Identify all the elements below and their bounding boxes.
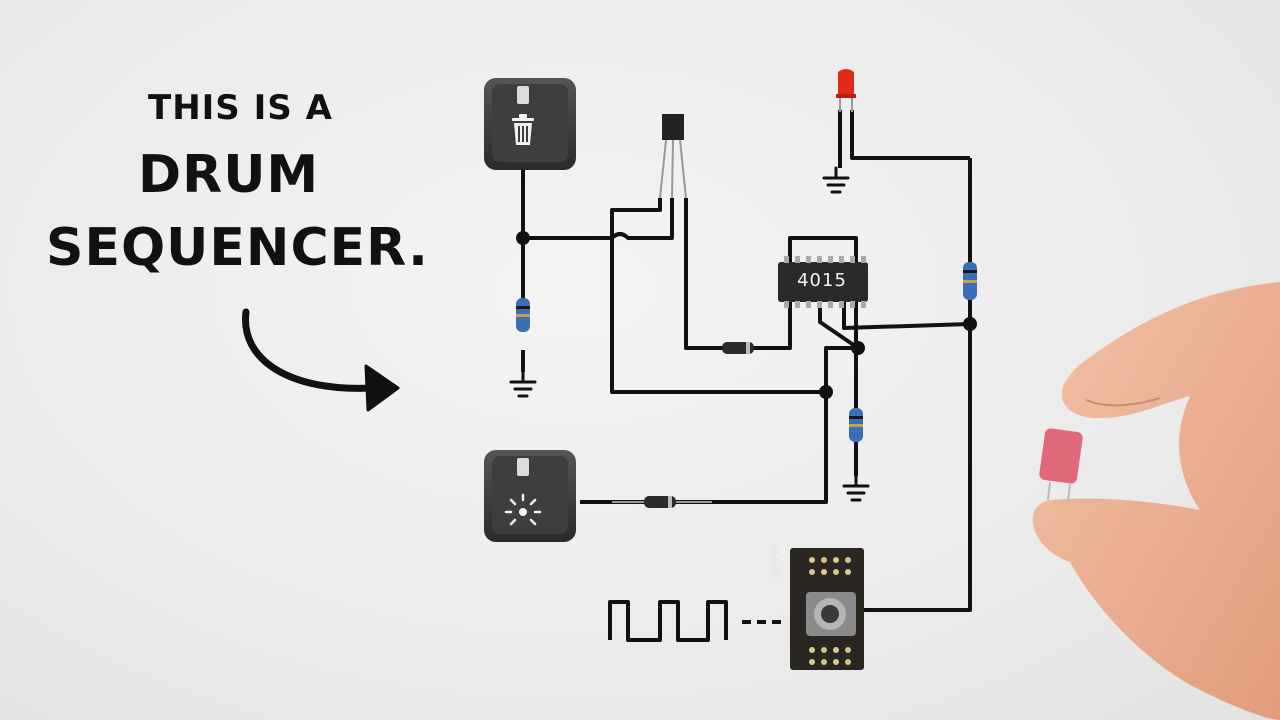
ground-symbols bbox=[509, 166, 870, 502]
square-wave-icon bbox=[608, 600, 786, 642]
chip-4015 bbox=[778, 256, 868, 308]
light-key bbox=[484, 450, 576, 542]
capacitor bbox=[1039, 428, 1083, 503]
resistors bbox=[516, 262, 977, 442]
potentiometer bbox=[790, 548, 864, 670]
hand-with-capacitor bbox=[1032, 282, 1280, 720]
chip-label: 4015 bbox=[797, 270, 847, 291]
arrow-icon bbox=[242, 308, 400, 412]
pot-label: EDUPOT1 bbox=[772, 535, 782, 580]
light-burst-icon bbox=[504, 493, 542, 526]
diodes bbox=[612, 342, 754, 508]
headline-line-1: THIS IS A bbox=[148, 88, 333, 128]
transistor bbox=[659, 114, 687, 199]
circuit-wires bbox=[521, 110, 972, 612]
trash-key bbox=[484, 78, 576, 170]
trash-icon bbox=[512, 114, 534, 145]
junction-dots bbox=[516, 231, 977, 399]
led bbox=[836, 69, 856, 112]
headline-line-3: SEQUENCER. bbox=[46, 218, 429, 278]
headline-line-2: DRUM bbox=[138, 145, 320, 205]
headline: THIS IS A DRUM SEQUENCER. bbox=[0, 0, 480, 300]
